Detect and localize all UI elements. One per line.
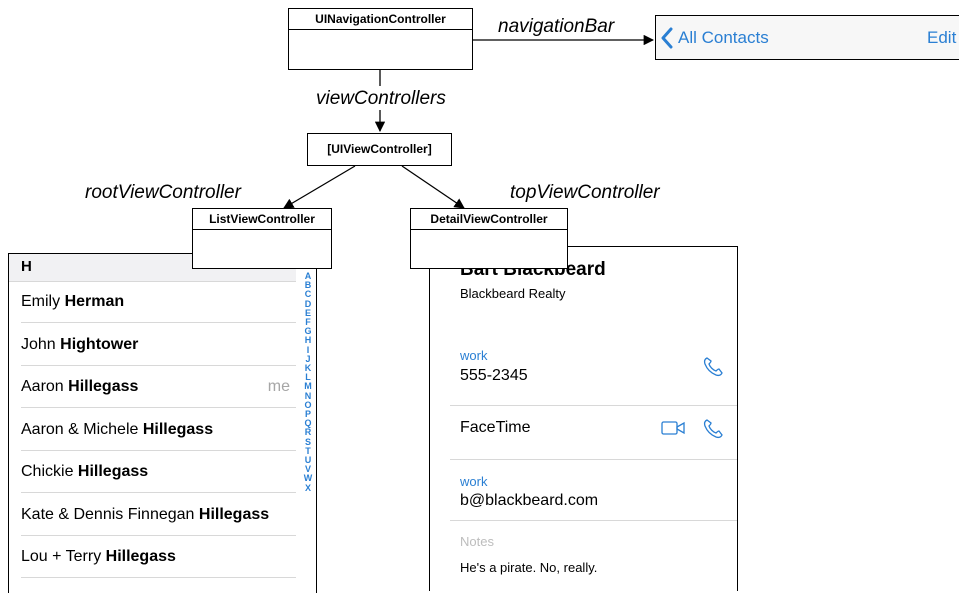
first-name: Emily bbox=[21, 293, 65, 310]
nav-controller-box: UINavigationController bbox=[288, 8, 473, 70]
view-controllers-array-box: [UIViewController] bbox=[307, 133, 452, 166]
root-view-controller-arrow bbox=[283, 165, 356, 209]
contact-name: Kate & Dennis Finnegan Hillegass bbox=[21, 506, 269, 524]
index-letter[interactable]: O bbox=[304, 399, 312, 410]
view-controllers-array-title: [UIViewController] bbox=[327, 142, 432, 156]
last-name: Herman bbox=[64, 293, 125, 310]
list-item[interactable]: Aaron Hillegass me bbox=[9, 366, 296, 408]
list-item[interactable]: Emily Herman bbox=[9, 281, 296, 323]
detail-controller-box: DetailViewController bbox=[410, 208, 568, 269]
last-name: Hightower bbox=[60, 335, 139, 353]
divider bbox=[21, 492, 296, 493]
back-chevron-icon[interactable] bbox=[660, 27, 674, 49]
first-name: Kate & Dennis Finnegan bbox=[21, 505, 199, 523]
phone-value[interactable]: 555-2345 bbox=[460, 367, 528, 384]
edge-label-root-view-controller: rootViewController bbox=[85, 182, 241, 203]
index-letter[interactable]: N bbox=[304, 390, 312, 401]
navigation-bar: All Contacts Edit bbox=[655, 15, 959, 60]
me-badge: me bbox=[267, 378, 290, 395]
index-letter[interactable]: Q bbox=[304, 418, 312, 429]
email-label: work bbox=[460, 474, 488, 489]
index-letter[interactable]: U bbox=[304, 455, 312, 466]
email-value[interactable]: b@blackbeard.com bbox=[460, 492, 599, 509]
divider bbox=[21, 449, 296, 451]
edge-label-top-view-controller: topViewController bbox=[510, 182, 660, 203]
divider bbox=[450, 459, 737, 460]
nav-controller-title: UINavigationController bbox=[289, 9, 472, 30]
list-controller-title: ListViewController bbox=[193, 209, 331, 230]
index-letter[interactable]: M bbox=[304, 381, 312, 392]
detail-controller-title: DetailViewController bbox=[411, 209, 567, 230]
index-letter[interactable]: E bbox=[304, 307, 311, 318]
first-name: Aaron & Michele bbox=[21, 420, 143, 438]
first-name: Aaron bbox=[21, 378, 69, 395]
list-item[interactable]: Kate & Dennis Finnegan Hillegass bbox=[9, 494, 296, 536]
list-item[interactable]: Lou + Terry Hillegass bbox=[9, 536, 296, 578]
index-letter[interactable]: W bbox=[303, 473, 313, 484]
contact-name: Lou + Terry Hillegass bbox=[21, 548, 176, 566]
back-button[interactable]: All Contacts bbox=[678, 28, 769, 47]
notes-value[interactable]: He's a pirate. No, really. bbox=[460, 560, 598, 575]
first-name: John bbox=[21, 335, 61, 353]
divider bbox=[21, 577, 296, 578]
last-name: Hillegass bbox=[68, 378, 139, 395]
list-item[interactable]: Aaron & Michele Hillegass bbox=[9, 409, 296, 451]
divider bbox=[21, 364, 296, 366]
index-letter[interactable]: R bbox=[304, 427, 312, 438]
contact-name: Aaron Hillegass bbox=[21, 378, 138, 396]
section-letter: H bbox=[21, 258, 32, 275]
last-name: Hillegass bbox=[105, 548, 176, 565]
divider bbox=[21, 322, 296, 323]
index-letter[interactable]: S bbox=[304, 436, 311, 447]
last-name: Hillegass bbox=[198, 505, 270, 523]
last-name: Hillegass bbox=[77, 463, 149, 480]
index-letter[interactable]: V bbox=[304, 464, 311, 475]
index-letter[interactable]: P bbox=[304, 409, 311, 420]
first-name: Chickie bbox=[21, 463, 78, 480]
phone-label: work bbox=[460, 348, 488, 363]
index-letter[interactable]: K bbox=[304, 363, 312, 374]
contact-company: Blackbeard Realty bbox=[460, 286, 566, 301]
index-letter[interactable]: F bbox=[305, 317, 311, 328]
contact-name: Chickie Hillegass bbox=[21, 463, 148, 481]
edge-label-navigation-bar: navigationBar bbox=[498, 16, 615, 37]
facetime-audio-icon[interactable] bbox=[702, 417, 724, 439]
index-letter[interactable]: B bbox=[304, 280, 312, 291]
facetime-label: FaceTime bbox=[460, 419, 531, 436]
divider bbox=[21, 534, 296, 536]
first-name: Lou + Terry bbox=[21, 548, 106, 565]
index-letter[interactable]: G bbox=[304, 326, 312, 337]
index-letter[interactable]: D bbox=[304, 298, 312, 309]
contact-name: Emily Herman bbox=[21, 293, 124, 311]
index-letter[interactable]: A bbox=[304, 271, 312, 281]
divider bbox=[450, 405, 737, 406]
divider bbox=[450, 520, 737, 521]
top-view-controller-arrow bbox=[401, 165, 465, 209]
index-letter[interactable]: X bbox=[304, 482, 311, 493]
index-letter[interactable]: L bbox=[305, 372, 311, 383]
index-letter[interactable]: H bbox=[304, 335, 312, 346]
index-letter[interactable]: J bbox=[305, 353, 311, 364]
last-name: Hillegass bbox=[142, 420, 214, 438]
phone-icon[interactable] bbox=[702, 355, 724, 377]
list-item[interactable]: Chickie Hillegass bbox=[9, 451, 296, 493]
notes-label: Notes bbox=[460, 534, 494, 549]
index-letter[interactable]: I bbox=[306, 344, 310, 355]
divider bbox=[21, 407, 296, 408]
contact-name: Aaron & Michele Hillegass bbox=[21, 421, 213, 439]
contact-detail: Bart Blackbeard Blackbeard Realty work 5… bbox=[429, 246, 738, 591]
contact-name: John Hightower bbox=[21, 336, 138, 354]
edge-label-view-controllers: viewControllers bbox=[316, 88, 446, 109]
list-controller-box: ListViewController bbox=[192, 208, 332, 269]
list-item[interactable]: John Hightower bbox=[9, 324, 296, 366]
facetime-video-icon[interactable] bbox=[660, 419, 688, 437]
index-letter[interactable]: T bbox=[305, 445, 311, 456]
edit-button[interactable]: Edit bbox=[927, 28, 957, 47]
index-letter[interactable]: C bbox=[304, 289, 312, 300]
